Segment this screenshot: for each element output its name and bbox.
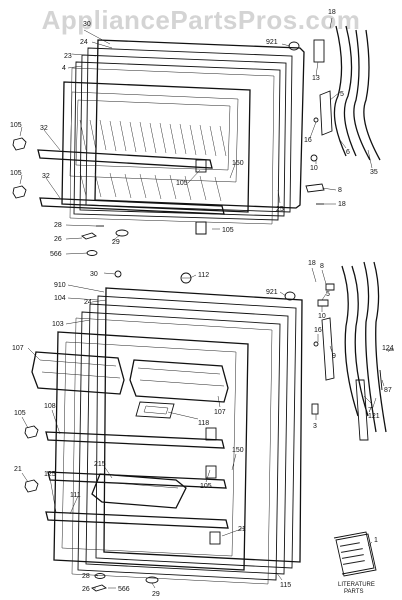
label-35: 35	[370, 169, 378, 176]
butter-tray	[135, 401, 175, 419]
label-8-top: 8	[338, 187, 342, 194]
label-105-a: 105	[10, 122, 22, 129]
label-5-bottom: 5	[326, 291, 330, 298]
label-566-bottom: 566	[118, 586, 130, 593]
watermark: AppliancePartsPros.com	[41, 5, 361, 35]
label-16-bottom: 16	[314, 327, 322, 334]
freezer-hinge-parts	[305, 25, 381, 205]
label-9: 9	[332, 353, 336, 360]
label-124: 124	[382, 345, 394, 352]
label-8-bottom: 8	[320, 263, 324, 270]
label-3: 3	[313, 423, 317, 430]
label-29-top: 29	[112, 239, 120, 246]
freezer-gasket	[73, 61, 281, 221]
label-566-top: 566	[50, 251, 62, 258]
label-18-b: 18	[338, 201, 346, 208]
freezer-shelf-grid	[79, 119, 227, 202]
label-32-a: 32	[40, 125, 48, 132]
label-30-bottom: 30	[90, 271, 98, 278]
dairy-bin-left	[31, 351, 125, 395]
label-25: 25	[276, 206, 284, 213]
fresh-food-hinge-parts	[311, 261, 394, 441]
label-215: 215	[94, 461, 106, 468]
freezer-rack-end-caps	[12, 137, 27, 199]
label-105-e: 105	[14, 410, 26, 417]
freezer-inner-liner	[61, 81, 251, 213]
label-16-top: 16	[304, 137, 312, 144]
label-26-top: 26	[54, 236, 62, 243]
label-13: 13	[312, 75, 320, 82]
fresh-food-rack-lower	[45, 511, 229, 529]
fresh-food-door-assembly	[24, 261, 394, 592]
label-21-right: 21	[238, 526, 246, 533]
label-4: 4	[62, 65, 66, 72]
callout-labels-bottom: 30 112 910 104 24 921 103 107 107 118 10…	[12, 260, 394, 598]
label-28-top: 28	[54, 222, 62, 229]
freezer-door-rack-lower	[39, 197, 225, 215]
literature-booklet	[333, 531, 377, 577]
label-18-a: 18	[328, 9, 336, 16]
callout-labels-top: 30 24 23 4 105 32 105 32 150 105 25 28 2…	[10, 9, 378, 258]
label-112: 112	[198, 272, 209, 279]
label-87: 87	[384, 387, 392, 394]
label-111: 111	[70, 492, 81, 499]
label-7: 7	[368, 407, 372, 414]
label-105-c: 105	[176, 180, 188, 187]
label-10-top: 10	[310, 165, 318, 172]
label-118: 118	[198, 420, 209, 427]
label-104: 104	[54, 295, 66, 302]
label-910: 910	[54, 282, 66, 289]
label-921-top: 921	[266, 39, 278, 46]
fresh-food-gasket	[77, 311, 281, 581]
fresh-food-inner-liner	[53, 331, 249, 571]
label-28-bottom: 28	[82, 573, 90, 580]
label-18-c: 18	[308, 260, 316, 267]
label-121: 121	[368, 413, 380, 420]
label-125: 125	[44, 471, 56, 478]
literature-caption-line-2: PARTS	[344, 589, 363, 595]
fresh-food-rack-end-caps	[24, 425, 39, 493]
label-105-b: 105	[10, 170, 22, 177]
label-29-bottom: 29	[152, 591, 160, 598]
label-1: 1	[374, 537, 378, 544]
label-150-top: 150	[232, 160, 244, 167]
fresh-food-outer-panel	[103, 287, 303, 563]
label-921-bottom: 921	[266, 289, 278, 296]
label-10-bottom: 10	[318, 313, 326, 320]
label-105-f: 105	[200, 483, 212, 490]
literature-parts-caption: LITERATURE PARTS	[338, 582, 377, 595]
label-6: 6	[346, 149, 350, 156]
leader-lines	[19, 17, 391, 589]
label-107-right: 107	[214, 409, 226, 416]
label-24-top: 24	[80, 39, 88, 46]
label-24-bottom: 24	[84, 299, 92, 306]
label-105-d: 105	[222, 227, 234, 234]
label-108: 108	[44, 403, 56, 410]
literature-caption-line-1: LITERATURE	[338, 582, 375, 588]
dairy-bin-right	[129, 359, 229, 403]
label-150-bottom: 150	[232, 447, 244, 454]
label-115: 115	[280, 582, 291, 589]
freezer-door-rack-upper	[37, 149, 213, 169]
label-26-bottom: 26	[82, 586, 90, 593]
label-30-top: 30	[83, 21, 91, 28]
label-107-left: 107	[12, 345, 24, 352]
label-103: 103	[52, 321, 64, 328]
door-bin-215	[91, 473, 187, 509]
label-23: 23	[64, 53, 72, 60]
freezer-door-assembly	[12, 25, 381, 256]
fresh-food-rack-upper	[45, 431, 225, 449]
label-5-top: 5	[340, 91, 344, 98]
label-32-b: 32	[42, 173, 50, 180]
label-21-left: 21	[14, 466, 22, 473]
